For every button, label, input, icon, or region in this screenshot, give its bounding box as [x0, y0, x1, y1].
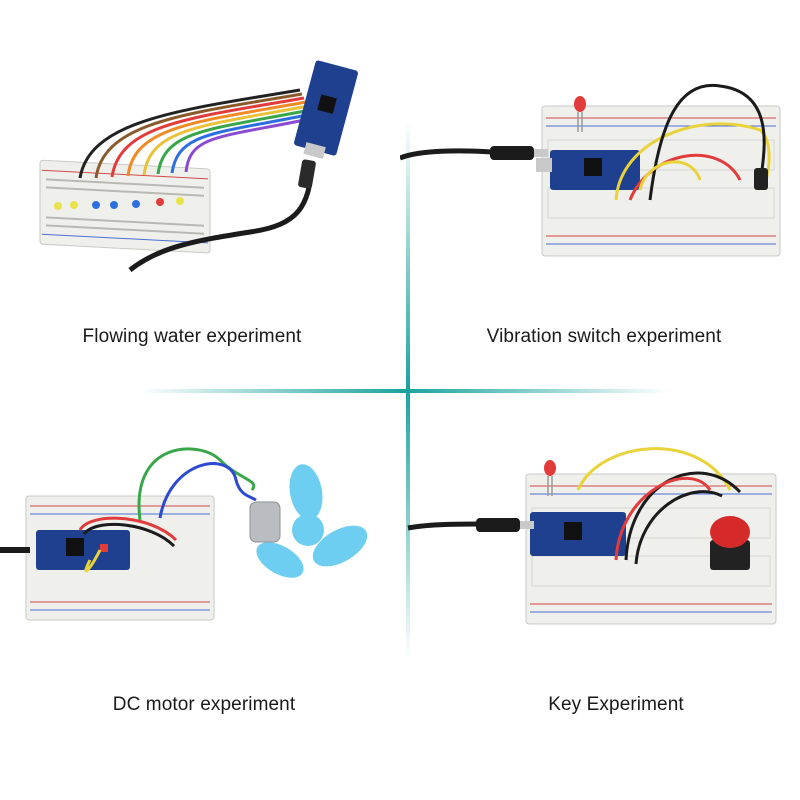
panel-dc-motor: DC motor experiment [0, 400, 400, 800]
jumper-wires [576, 447, 742, 565]
ribbon-cable [78, 88, 315, 179]
dc-motor [249, 501, 281, 543]
usb-cable [407, 521, 481, 531]
jumper-wires [78, 447, 257, 573]
caption-key-experiment: Key Experiment [548, 694, 684, 715]
vibration-sensor [754, 168, 768, 190]
dc-motor-photo [0, 447, 368, 621]
key-experiment-photo [407, 447, 777, 625]
jumper-wires [614, 83, 771, 201]
caption-flowing-water: Flowing water experiment [82, 326, 302, 347]
caption-vibration-switch: Vibration switch experiment [486, 326, 722, 347]
divider-vertical [406, 120, 410, 660]
nano-board [36, 530, 130, 570]
red-led [574, 96, 586, 132]
divider-horizontal [140, 389, 670, 393]
flowing-water-photo [39, 60, 358, 272]
vibration-switch-photo [400, 83, 781, 257]
breadboard [39, 159, 211, 254]
nano-board [294, 60, 358, 159]
usb-cable [128, 167, 315, 272]
panel-flowing-water: Flowing water experiment [0, 0, 400, 400]
led-row [54, 197, 184, 210]
panel-vibration-switch: Vibration switch experiment [400, 0, 800, 400]
fan [256, 464, 368, 578]
red-led [544, 460, 556, 496]
nano-board [536, 150, 640, 190]
panel-key-experiment: Key Experiment [400, 400, 800, 800]
nano-board [530, 512, 626, 556]
usb-cable [400, 148, 493, 161]
caption-dc-motor: DC motor experiment [112, 694, 296, 715]
push-button [710, 516, 750, 570]
